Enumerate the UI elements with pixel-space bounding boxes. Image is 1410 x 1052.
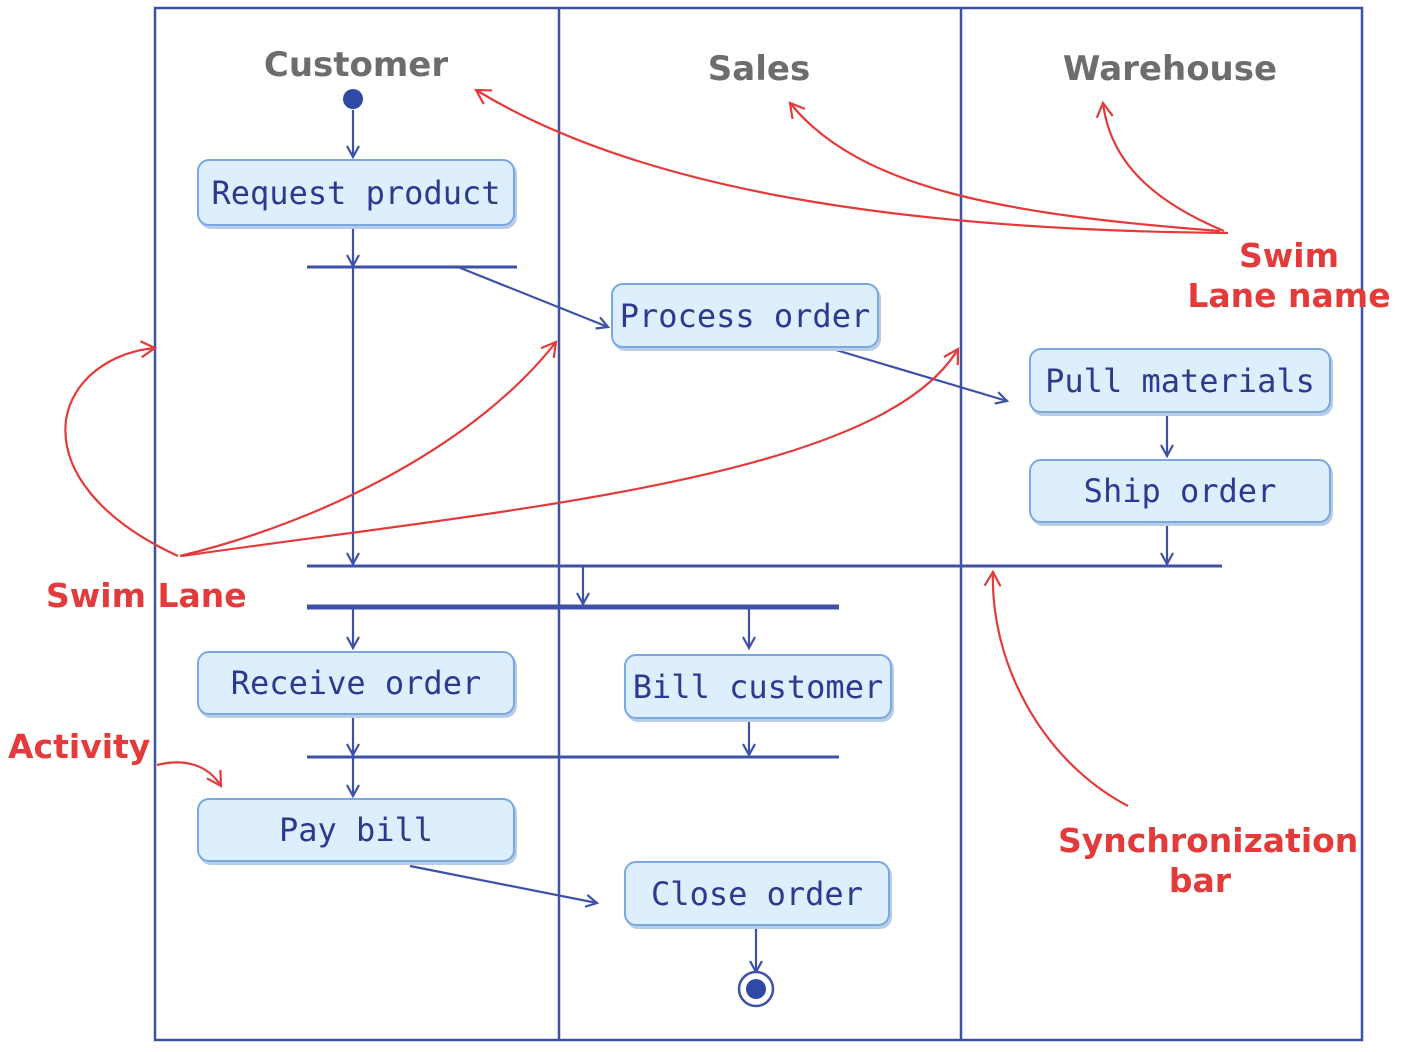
activity-request-product: Request product (197, 159, 515, 226)
activity-bill-customer: Bill customer (624, 654, 892, 719)
flow-pay-to-close (409, 864, 597, 903)
annotation-swim-lane-name: Swim Lane name (1186, 236, 1392, 317)
activity-ship-order: Ship order (1029, 459, 1331, 523)
lane-title-warehouse: Warehouse (1062, 49, 1278, 89)
activity-close-order: Close order (624, 861, 890, 926)
annotation-swim-lane-name-line2: Lane name (1187, 276, 1391, 316)
annotation-arrow-to-warehouse-title (1095, 100, 1225, 233)
annotation-arrow-to-sales-lane (179, 340, 558, 558)
activity-pull-materials: Pull materials (1029, 348, 1331, 413)
annotation-synchronization-bar-line2: bar (1168, 861, 1232, 901)
final-node-dot (746, 979, 766, 999)
annotation-swim-lane-name-line1: Swim (1239, 236, 1339, 275)
annotation-arrow-to-activity (156, 761, 223, 788)
lane-frame (153, 6, 1364, 1042)
annotation-arrow-to-customer-title (474, 88, 1229, 235)
annotation-swim-lane: Swim Lane (46, 576, 247, 615)
lane-title-sales: Sales (707, 49, 811, 89)
activity-receive-order: Receive order (197, 651, 515, 715)
activity-pay-bill: Pay bill (197, 798, 515, 862)
annotation-activity: Activity (8, 727, 151, 766)
annotation-arrow-to-customer-lane (64, 340, 179, 557)
swim-lanes (153, 6, 1364, 1042)
annotation-arrow-to-sync-bar (983, 569, 1129, 807)
annotation-arrow-to-sales-title (788, 101, 1221, 233)
annotation-synchronization-bar-line1: Synchronization (1058, 821, 1359, 860)
flow-process-to-pull (835, 348, 1007, 401)
annotation-arrow-to-warehouse-lane (181, 347, 960, 558)
initial-node (343, 89, 363, 109)
annotation-synchronization-bar: Synchronization bar (1058, 821, 1359, 902)
flow-fork-to-process (457, 265, 608, 327)
activity-process-order: Process order (611, 283, 879, 348)
lane-title-customer: Customer (263, 45, 449, 85)
